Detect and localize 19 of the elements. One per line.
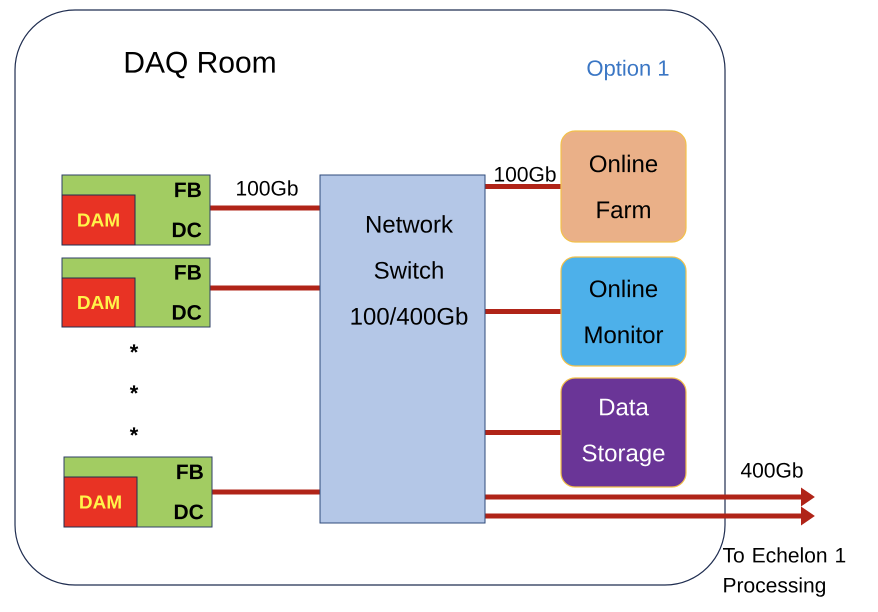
edge-label: 100Gb (495, 166, 556, 182)
storage-box: Data Storage (560, 377, 687, 488)
farm-box: Online Farm (560, 130, 687, 243)
ellipsis-mark: * (130, 427, 138, 436)
connector-line (486, 309, 560, 314)
connector-line (486, 430, 560, 435)
dam-board: DAM (62, 194, 136, 246)
network-switch-box: Network Switch 100/400Gb (320, 174, 486, 524)
connector-line (210, 206, 320, 210)
connector-line (486, 184, 560, 189)
edge-label: 400Gb (740, 462, 803, 478)
dam-board: DAM (64, 476, 138, 528)
dam-board: DAM (62, 278, 136, 328)
connector-line (212, 490, 320, 494)
monitor-box: Online Monitor (560, 256, 687, 367)
ellipsis-mark: * (130, 344, 138, 353)
ellipsis-mark: * (130, 385, 138, 394)
edge-label: 100Gb (237, 180, 298, 196)
connector-line (210, 286, 320, 290)
